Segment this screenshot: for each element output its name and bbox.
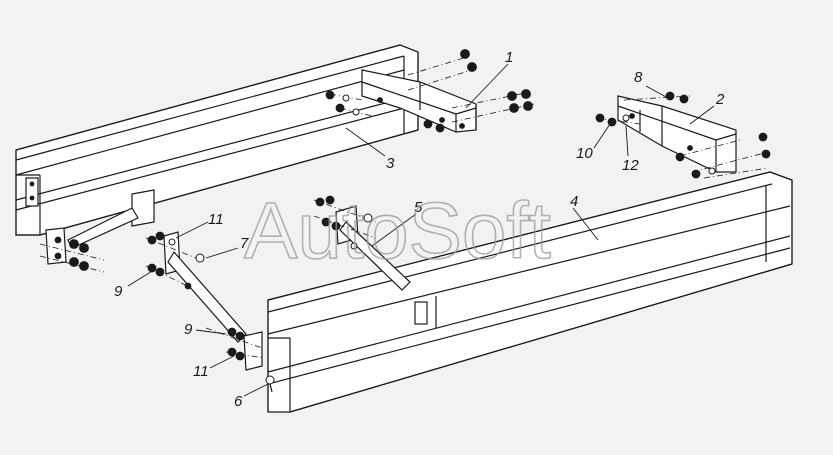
- callout-9-upper: 9: [114, 283, 123, 300]
- callout-5: 5: [414, 199, 423, 216]
- callout-9-lower: 9: [184, 321, 193, 338]
- callout-3: 3: [386, 155, 395, 172]
- bolt-set-part-1: [325, 49, 535, 133]
- leader-lines: [127, 63, 715, 397]
- callout-2: 2: [715, 91, 725, 108]
- strut-center: [313, 195, 411, 291]
- callout-labels: 1 2 3 4 5 6 7 8 9 9 10 11 11 12: [114, 49, 725, 410]
- bracket-part-2: [617, 95, 737, 173]
- callout-10: 10: [576, 145, 593, 162]
- frame-beam-lower-right: [267, 171, 793, 413]
- callout-6: 6: [234, 393, 243, 410]
- callout-12: 12: [622, 157, 639, 174]
- strut-left: [39, 189, 155, 273]
- callout-1: 1: [505, 49, 513, 66]
- callout-7: 7: [240, 235, 249, 252]
- callout-11-lower: 11: [193, 363, 209, 380]
- bolt-set-part-2: [595, 91, 771, 179]
- watermark-logo: AutoSoft: [244, 186, 551, 275]
- callout-4: 4: [570, 193, 578, 210]
- callout-8: 8: [634, 69, 643, 86]
- callout-11-upper: 11: [208, 211, 224, 228]
- strut-lower-left: [145, 231, 275, 393]
- bracket-part-1: [361, 69, 477, 133]
